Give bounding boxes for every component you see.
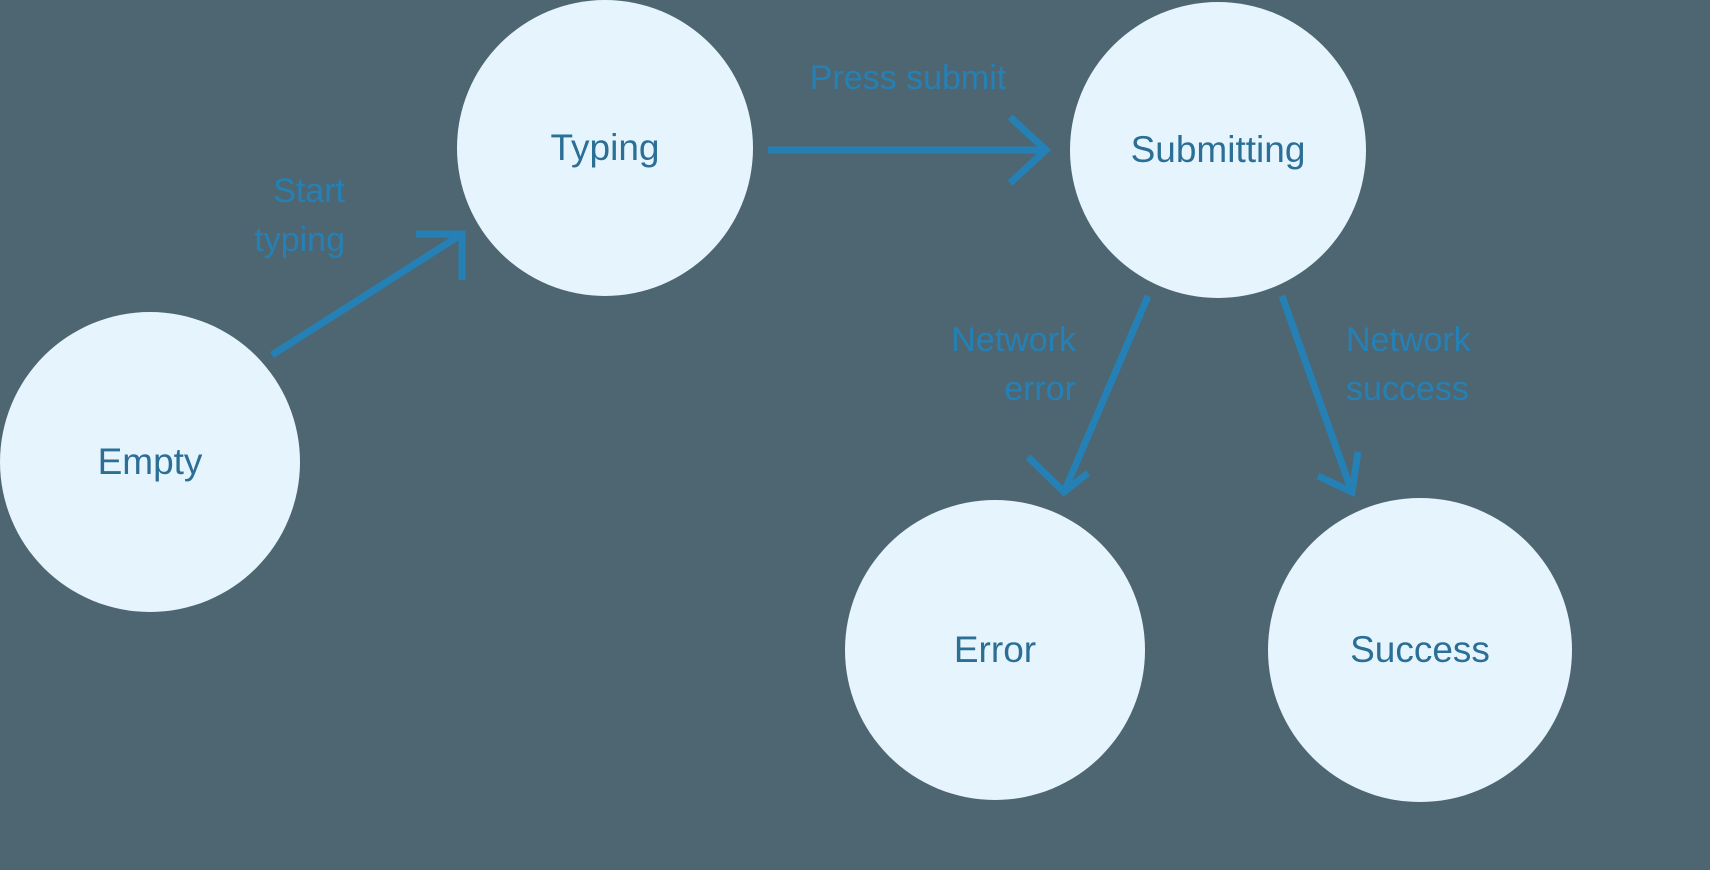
- edge-empty-to-typing: [270, 230, 466, 358]
- edge-typing-to-submitting: [768, 114, 1052, 186]
- state-node-label: Submitting: [1131, 129, 1306, 170]
- state-node-typing[interactable]: Typing: [457, 0, 753, 296]
- state-node-empty[interactable]: Empty: [0, 312, 300, 612]
- state-node-circle[interactable]: [1268, 498, 1572, 802]
- edge-label-submitting-to-error: Network error: [951, 321, 1077, 408]
- state-node-label: Typing: [550, 127, 659, 168]
- state-node-success[interactable]: Success: [1268, 498, 1572, 802]
- state-node-submitting[interactable]: Submitting: [1070, 2, 1366, 298]
- arrowhead-icon: [1007, 114, 1052, 186]
- edge-submitting-to-success: [1278, 294, 1362, 498]
- arrowhead-icon: [416, 230, 466, 280]
- edges-layer: [270, 114, 1362, 498]
- edge-line-submitting-to-error: [1060, 294, 1152, 494]
- state-node-circle[interactable]: [457, 0, 753, 296]
- state-node-error[interactable]: Error: [845, 500, 1145, 800]
- arrowhead-icon: [1316, 451, 1362, 498]
- edge-submitting-to-error: [1025, 294, 1152, 497]
- state-node-circle[interactable]: [845, 500, 1145, 800]
- state-node-label: Success: [1350, 629, 1490, 670]
- edge-line-submitting-to-success: [1278, 294, 1356, 494]
- state-node-circle[interactable]: [0, 312, 300, 612]
- edge-line-empty-to-typing: [270, 231, 464, 358]
- state-node-circle[interactable]: [1070, 2, 1366, 298]
- edge-label-typing-to-submitting: Press submit: [810, 59, 1007, 97]
- edge-label-line: Network: [951, 321, 1077, 359]
- state-node-label: Error: [954, 629, 1036, 670]
- edge-label-line: Start: [273, 172, 345, 210]
- edge-label-line: error: [1004, 370, 1076, 408]
- edge-label-empty-to-typing: Start typing: [254, 172, 345, 259]
- edge-label-line: typing: [254, 221, 345, 259]
- edge-label-line: Network: [1346, 321, 1472, 359]
- edge-label-line: success: [1346, 370, 1469, 408]
- edge-label-submitting-to-success: Network success: [1346, 321, 1472, 408]
- arrowhead-icon: [1025, 454, 1091, 497]
- edge-label-line: Press submit: [810, 59, 1007, 97]
- state-node-label: Empty: [98, 441, 203, 482]
